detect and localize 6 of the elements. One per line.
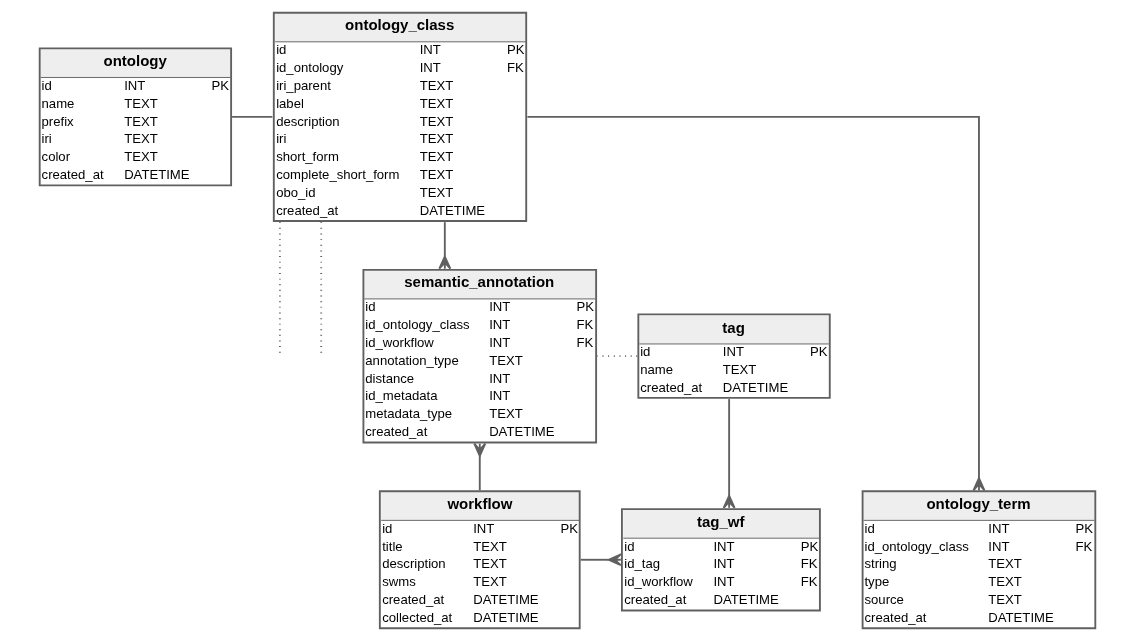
connector <box>579 553 622 567</box>
connector <box>525 115 985 492</box>
connector <box>437 221 451 270</box>
connector <box>472 442 486 492</box>
connector <box>230 115 273 118</box>
connector <box>722 398 736 509</box>
